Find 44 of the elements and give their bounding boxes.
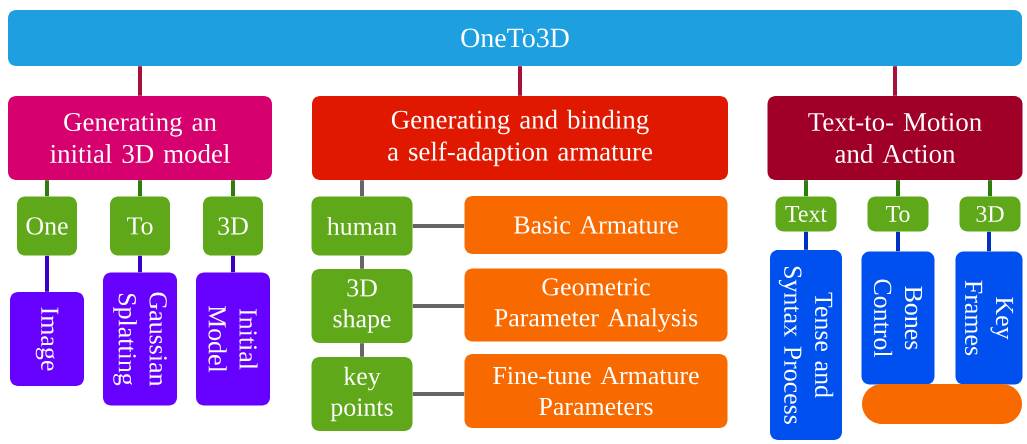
connector-line [518, 66, 522, 96]
connector-line [988, 180, 992, 197]
item-box: One [17, 196, 77, 256]
connector-line [412, 304, 465, 308]
item-box: 3D [203, 196, 263, 256]
rotated-item-box: Key Frames [955, 251, 1023, 385]
connector-line [412, 392, 465, 396]
connector-line [412, 224, 465, 228]
rotated-item-box: Initial Model [196, 272, 270, 406]
blank-box [862, 384, 1022, 424]
category-box: Generating an initial 3D model [8, 96, 272, 180]
connector-line [231, 255, 235, 273]
connector-line [231, 180, 235, 197]
connector-line [45, 255, 49, 292]
item-box: Fine-tune Armature Parameters [464, 354, 728, 428]
connector-line [896, 180, 900, 197]
item-box: 3D [959, 196, 1021, 232]
connector-line [360, 343, 364, 357]
item-box: key points [311, 357, 413, 431]
connector-line [360, 255, 364, 269]
connector-line [804, 180, 808, 197]
connector-line [138, 255, 142, 273]
rotated-item-box: Bones Control [861, 251, 935, 385]
connector-line [45, 180, 49, 197]
item-box: 3D shape [311, 269, 413, 343]
title-band: OneTo3D [8, 10, 1022, 66]
connector-line [896, 231, 900, 252]
connector-line [360, 180, 364, 197]
item-box: To [867, 196, 929, 232]
rotated-item-box: Image [10, 292, 84, 386]
item-box: To [110, 196, 170, 256]
category-box: Text-to- Motion and Action [767, 96, 1023, 180]
rotated-item-box: Gaussian Splatting [103, 272, 177, 406]
connector-line [138, 66, 142, 96]
item-box: Text [775, 196, 837, 232]
category-box: Generating and binding a self-adaption armature [312, 96, 728, 180]
connector-line [804, 231, 808, 250]
rotated-item-box: Tense and Syntax Process [770, 250, 842, 440]
item-box: Geometric Parameter Analysis [464, 268, 728, 342]
connector-line [138, 180, 142, 197]
connector-line [893, 66, 897, 96]
item-box: Basic Armature [464, 196, 728, 254]
item-box: human [311, 196, 413, 256]
connector-line [987, 231, 991, 252]
